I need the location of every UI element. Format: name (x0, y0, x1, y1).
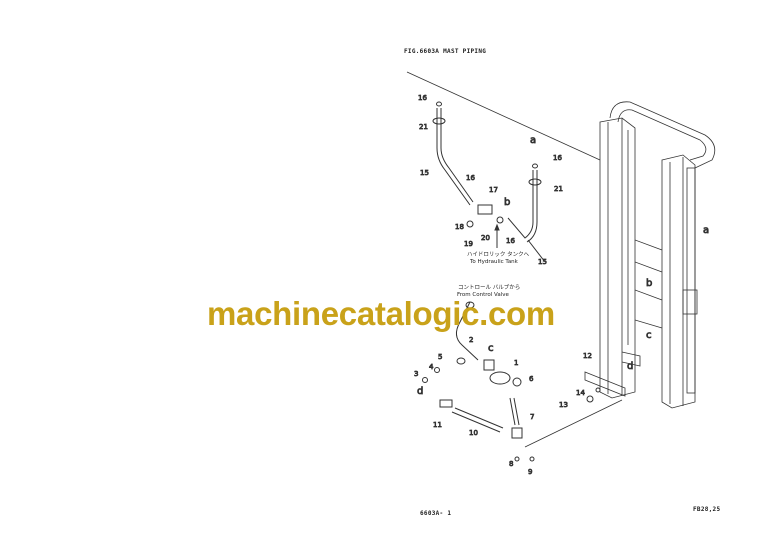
page-code: 6603A- 1 (420, 510, 452, 517)
callout-10: 10 (469, 429, 478, 437)
callout-15: 15 (538, 258, 547, 266)
flow-notes: ハイドロリック タンクへ To Hydraulic Tank コントロール バル… (457, 250, 530, 298)
ref-code: FB28,25 (693, 506, 721, 513)
leader-line (406, 71, 601, 161)
callout-16: 16 (418, 94, 427, 102)
callout-14: 14 (576, 389, 585, 397)
callout-4: 4 (429, 363, 434, 371)
pipes (422, 101, 601, 462)
callout-labels: 16 21 15 16 17 b 18 19 20 16 15 a 16 21 … (414, 94, 710, 477)
callout-12: 12 (583, 352, 592, 360)
leader-line (524, 399, 623, 448)
callout-8: 8 (509, 460, 513, 468)
callout-19: 19 (464, 240, 473, 248)
callout-a: a (703, 225, 709, 236)
callout-d: d (417, 386, 423, 397)
callout-d: d (627, 361, 633, 372)
figure-title: FIG.6603A MAST PIPING (404, 48, 487, 55)
note-from-valve-jp: コントロール バルブから (458, 283, 520, 291)
callout-18: 18 (455, 223, 464, 231)
callout-9: 9 (528, 468, 532, 476)
callout-c: c (646, 330, 652, 341)
callout-21: 21 (554, 185, 563, 193)
callout-c: c (488, 343, 494, 354)
callout-20: 20 (481, 234, 490, 242)
callout-3: 3 (414, 370, 418, 378)
callout-5: 5 (438, 353, 442, 361)
callout-1: 1 (514, 359, 518, 367)
callout-16: 16 (466, 174, 475, 182)
mast-frame (584, 101, 716, 409)
callout-16: 16 (506, 237, 515, 245)
callout-7: 7 (530, 413, 534, 421)
callout-a: a (530, 135, 536, 146)
callout-15: 15 (420, 169, 429, 177)
callout-13: 13 (559, 401, 568, 409)
callout-b: b (646, 278, 652, 289)
note-from-valve: From Control Valve (457, 292, 509, 298)
callout-11: 11 (433, 421, 442, 429)
watermark: machinecatalogic.com (207, 295, 555, 332)
callout-17: 17 (489, 186, 498, 194)
callout-6: 6 (529, 375, 534, 383)
callout-21: 21 (419, 123, 428, 131)
callout-b: b (504, 197, 510, 208)
note-to-tank-jp: ハイドロリック タンクへ (467, 250, 530, 258)
callout-2: 2 (469, 336, 473, 344)
callout-16: 16 (553, 154, 562, 162)
note-to-tank: To Hydraulic Tank (469, 259, 519, 265)
